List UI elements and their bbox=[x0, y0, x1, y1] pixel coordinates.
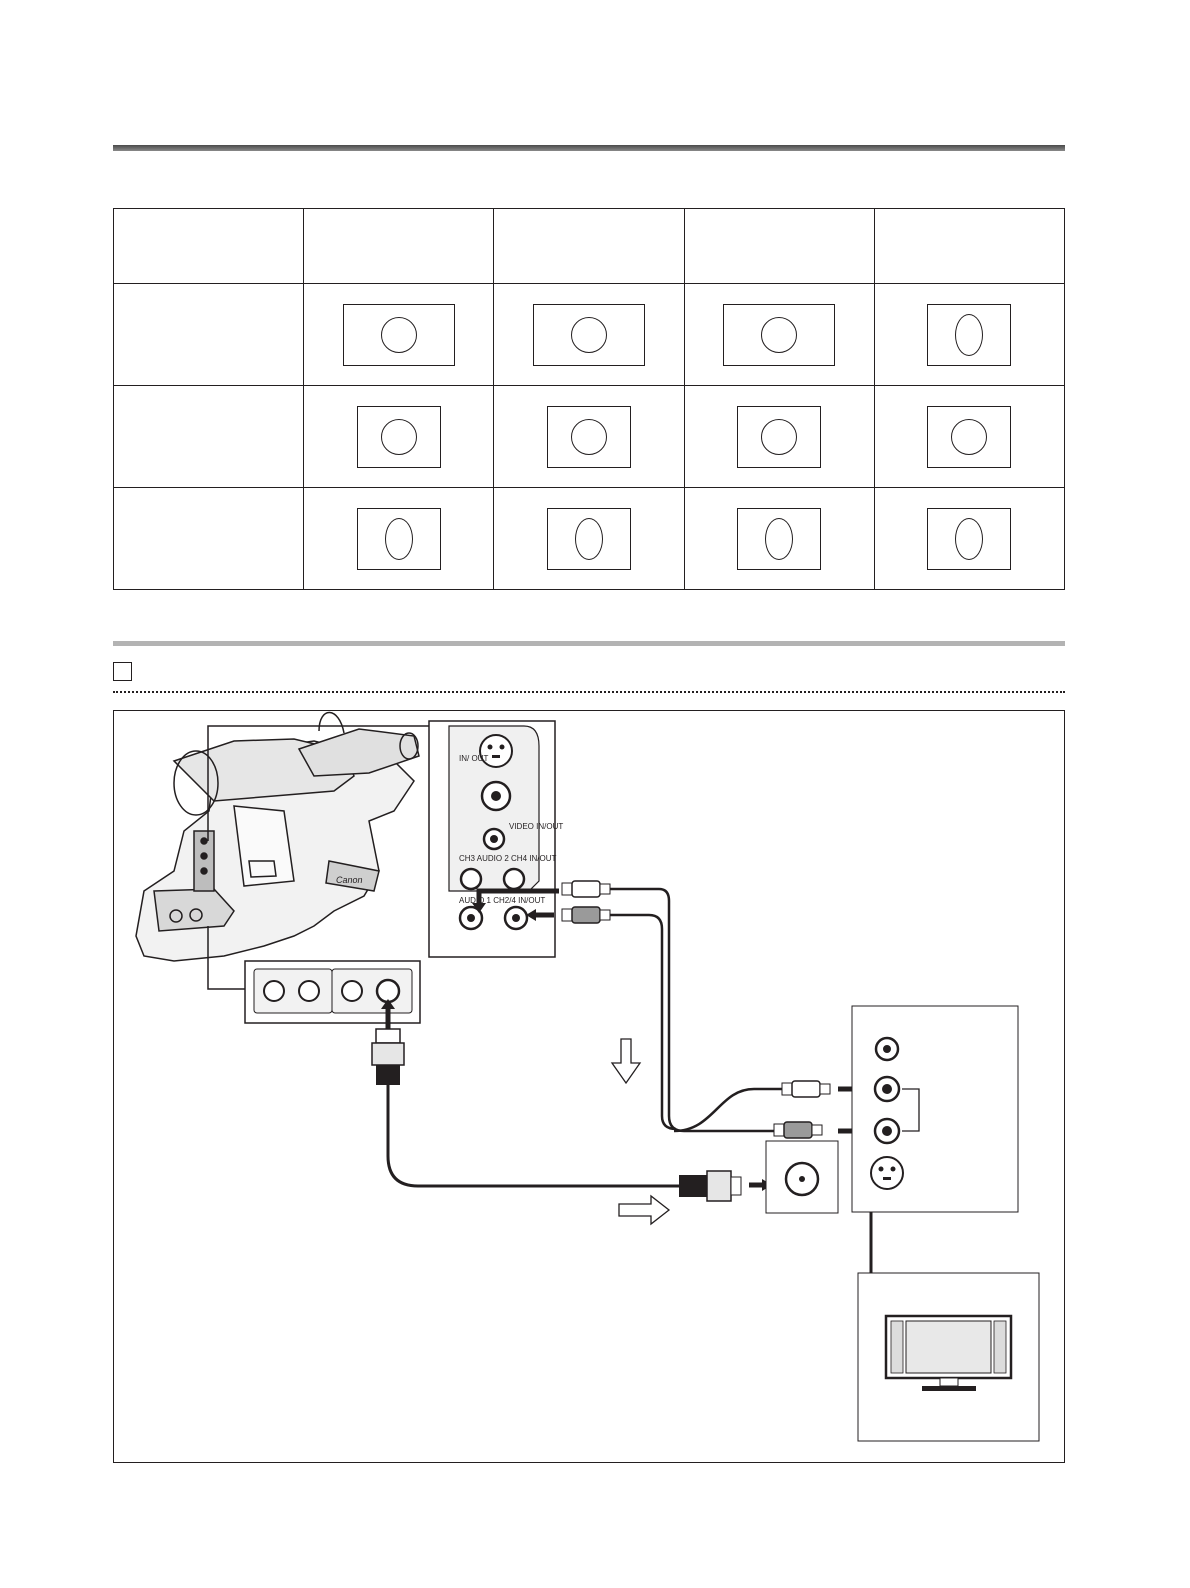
audio1-label: AUDIO 1 CH2/4 IN/OUT bbox=[459, 896, 545, 905]
oval-shape-icon bbox=[765, 517, 794, 560]
callout-line-top bbox=[207, 725, 429, 841]
table-row bbox=[112, 487, 1066, 590]
oval-shape-icon bbox=[955, 313, 984, 356]
oval-shape-icon bbox=[384, 517, 413, 560]
s-video-in-jack-icon bbox=[870, 1156, 904, 1190]
table-cell bbox=[493, 487, 685, 590]
oval-shape-icon bbox=[955, 517, 984, 560]
circle-shape-icon bbox=[951, 418, 988, 455]
table-cell bbox=[493, 283, 685, 386]
standard-frame-icon bbox=[546, 507, 631, 570]
standard-frame-icon bbox=[737, 405, 822, 468]
header-cell bbox=[683, 208, 875, 284]
circle-shape-icon bbox=[761, 418, 798, 455]
camcorder-illustration: Canon bbox=[135, 711, 420, 962]
table-cell bbox=[683, 487, 875, 590]
tv-box bbox=[857, 1272, 1040, 1442]
table-cell bbox=[493, 385, 685, 488]
audio2-ch4-jack-icon bbox=[502, 867, 526, 891]
standard-frame-icon bbox=[546, 405, 631, 468]
table-cell bbox=[683, 283, 875, 386]
table-cell bbox=[303, 283, 495, 386]
row-label bbox=[112, 487, 305, 590]
video-label: VIDEO IN/OUT bbox=[509, 822, 563, 831]
circle-shape-icon bbox=[570, 316, 607, 353]
circle-shape-icon bbox=[761, 316, 798, 353]
rca-plug-white bbox=[561, 880, 611, 898]
rca-plug-red-end bbox=[773, 1121, 823, 1139]
rca-plug-white-end bbox=[781, 1080, 831, 1098]
bnc-input-box bbox=[765, 1140, 839, 1214]
audio-cable-white bbox=[610, 887, 774, 1133]
widescreen-frame-icon bbox=[532, 303, 645, 366]
table-row bbox=[112, 283, 1066, 386]
s-video-label: IN/ OUT bbox=[459, 754, 488, 763]
rca-plug-red bbox=[561, 906, 611, 924]
table-cell bbox=[873, 385, 1066, 488]
sdi-out-jack-icon bbox=[375, 978, 401, 1004]
table-cell bbox=[873, 487, 1066, 590]
table-cell bbox=[303, 385, 495, 488]
section-rule-top bbox=[113, 145, 1065, 151]
bnc-plug-end bbox=[679, 1170, 742, 1202]
table-cell bbox=[683, 385, 875, 488]
callout-line-bottom bbox=[207, 926, 245, 990]
arrow-down-outline-icon bbox=[610, 1038, 642, 1085]
audio2-ch3-jack-icon bbox=[459, 867, 483, 891]
standard-frame-icon bbox=[737, 507, 822, 570]
standard-frame-icon bbox=[927, 303, 1012, 366]
bnc-cable bbox=[386, 1085, 679, 1188]
circle-shape-icon bbox=[380, 316, 417, 353]
widescreen-frame-icon bbox=[342, 303, 455, 366]
widescreen-frame-icon bbox=[723, 303, 836, 366]
circle-shape-icon bbox=[380, 418, 417, 455]
bnc-plug-top bbox=[371, 1028, 405, 1085]
table-cell bbox=[873, 283, 1066, 386]
aspect-ratio-table bbox=[112, 208, 1066, 590]
standard-frame-icon bbox=[927, 507, 1012, 570]
arrow-right-outline-icon bbox=[618, 1194, 671, 1226]
connection-diagram: Canon IN/ OUT VIDEO IN/OUT CH3 AUDIO 2 C… bbox=[113, 710, 1065, 1463]
audio2-label: CH3 AUDIO 2 CH4 IN/OUT bbox=[459, 854, 556, 863]
recorder-panel bbox=[851, 1005, 1019, 1213]
brand-label: Canon bbox=[336, 875, 363, 885]
row-label bbox=[112, 385, 305, 488]
section-rule-middle bbox=[113, 641, 1065, 646]
av-terminal-panel: IN/ OUT VIDEO IN/OUT CH3 AUDIO 2 CH4 IN/… bbox=[428, 720, 563, 958]
arrow-audio1 bbox=[476, 888, 559, 905]
header-cell bbox=[873, 208, 1066, 284]
standard-frame-icon bbox=[356, 405, 441, 468]
s-video-jack-icon bbox=[479, 734, 513, 768]
header-cell bbox=[303, 208, 495, 284]
table-cell bbox=[303, 487, 495, 590]
table-row bbox=[112, 385, 1066, 488]
header-cell bbox=[493, 208, 685, 284]
header-cell bbox=[112, 208, 305, 284]
step-number-box bbox=[113, 662, 132, 681]
standard-frame-icon bbox=[927, 405, 1012, 468]
dotted-divider bbox=[113, 691, 1065, 693]
audio-cable-red bbox=[610, 913, 677, 1131]
standard-frame-icon bbox=[356, 507, 441, 570]
oval-shape-icon bbox=[574, 517, 603, 560]
connection-illustration: Canon IN/ OUT VIDEO IN/OUT CH3 AUDIO 2 C… bbox=[135, 711, 1040, 1442]
circle-shape-icon bbox=[570, 418, 607, 455]
table-header-row bbox=[112, 208, 1066, 284]
bnc-terminal-panel bbox=[244, 960, 421, 1024]
row-label bbox=[112, 283, 305, 386]
